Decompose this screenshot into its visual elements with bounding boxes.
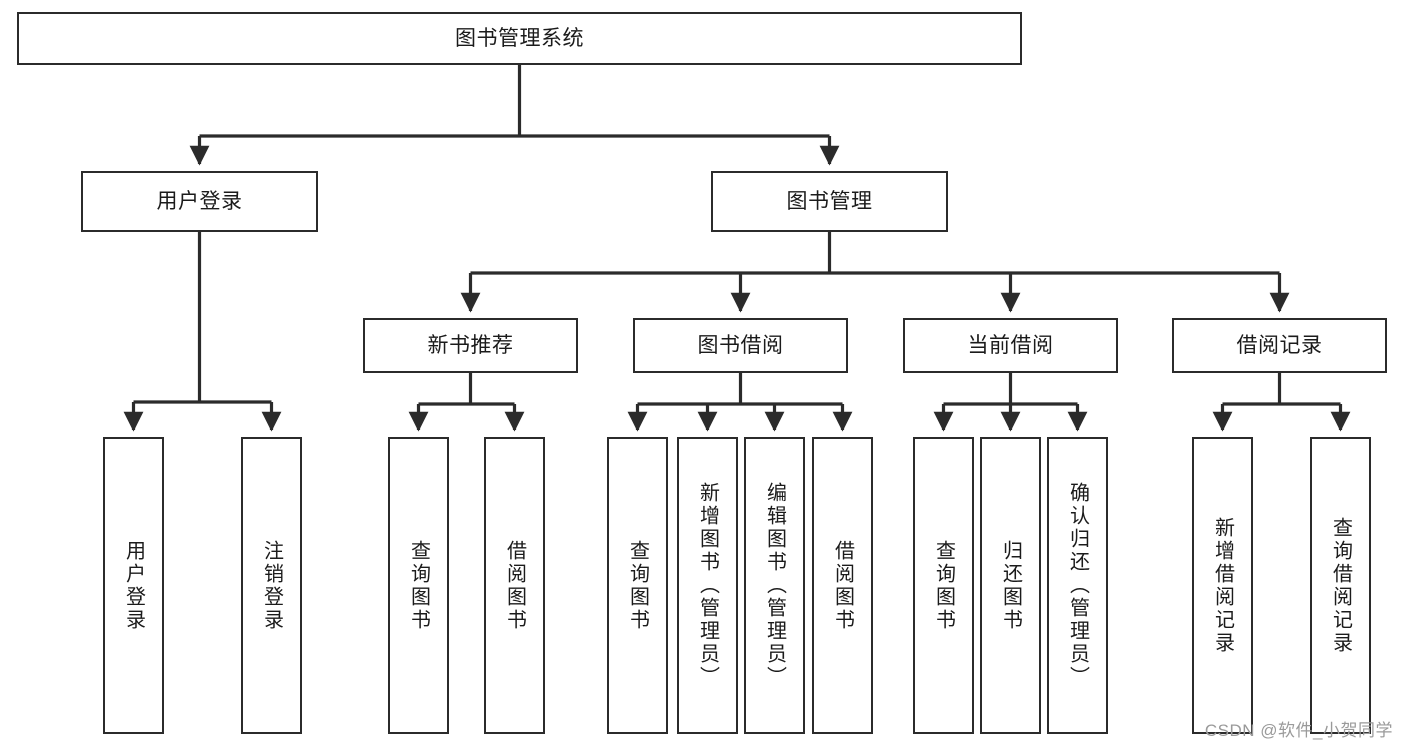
node-label: 查询图书 — [932, 539, 955, 632]
node-book-borrow[interactable]: 图书借阅 — [633, 318, 848, 373]
node-leaf-borrow-book[interactable]: 借阅图书 — [812, 437, 873, 734]
node-leaf-user-login[interactable]: 用户登录 — [103, 437, 164, 734]
node-leaf-query-book-newbook[interactable]: 查询图书 — [388, 437, 449, 734]
node-label: 新增图书（管理员） — [696, 482, 719, 689]
node-label: 当前借阅 — [967, 333, 1054, 357]
node-label: 归还图书 — [999, 539, 1022, 632]
node-label: 用户登录 — [122, 539, 145, 632]
node-label: 编辑图书（管理员） — [763, 482, 786, 689]
node-label: 查询借阅记录 — [1329, 516, 1352, 655]
node-label: 图书管理 — [786, 189, 873, 213]
node-leaf-query-book-borrow[interactable]: 查询图书 — [607, 437, 668, 734]
node-current-borrow[interactable]: 当前借阅 — [903, 318, 1118, 373]
node-label: 借阅图书 — [503, 539, 526, 632]
node-book-management[interactable]: 图书管理 — [711, 171, 948, 232]
node-leaf-add-borrow-record[interactable]: 新增借阅记录 — [1192, 437, 1253, 734]
node-leaf-return-book[interactable]: 归还图书 — [980, 437, 1041, 734]
node-label: 查询图书 — [407, 539, 430, 632]
node-leaf-borrow-book-newbook[interactable]: 借阅图书 — [484, 437, 545, 734]
node-user-login[interactable]: 用户登录 — [81, 171, 318, 232]
node-label: 新增借阅记录 — [1211, 516, 1234, 655]
node-leaf-add-book-admin[interactable]: 新增图书（管理员） — [677, 437, 738, 734]
node-new-book-recommend[interactable]: 新书推荐 — [363, 318, 578, 373]
node-label: 图书借阅 — [697, 333, 784, 357]
node-leaf-confirm-return-admin[interactable]: 确认归还（管理员） — [1047, 437, 1108, 734]
node-label: 用户登录 — [156, 189, 243, 213]
node-label: 注销登录 — [260, 539, 283, 632]
node-label: 借阅图书 — [831, 539, 854, 632]
node-root-book-management-system[interactable]: 图书管理系统 — [17, 12, 1022, 65]
node-leaf-edit-book-admin[interactable]: 编辑图书（管理员） — [744, 437, 805, 734]
node-label: 借阅记录 — [1236, 333, 1323, 357]
node-leaf-query-book-current[interactable]: 查询图书 — [913, 437, 974, 734]
node-label: 图书管理系统 — [455, 26, 584, 50]
node-label: 新书推荐 — [427, 333, 514, 357]
node-label: 确认归还（管理员） — [1066, 482, 1089, 689]
node-borrow-record[interactable]: 借阅记录 — [1172, 318, 1387, 373]
node-leaf-logout[interactable]: 注销登录 — [241, 437, 302, 734]
node-label: 查询图书 — [626, 539, 649, 632]
node-leaf-query-borrow-record[interactable]: 查询借阅记录 — [1310, 437, 1371, 734]
